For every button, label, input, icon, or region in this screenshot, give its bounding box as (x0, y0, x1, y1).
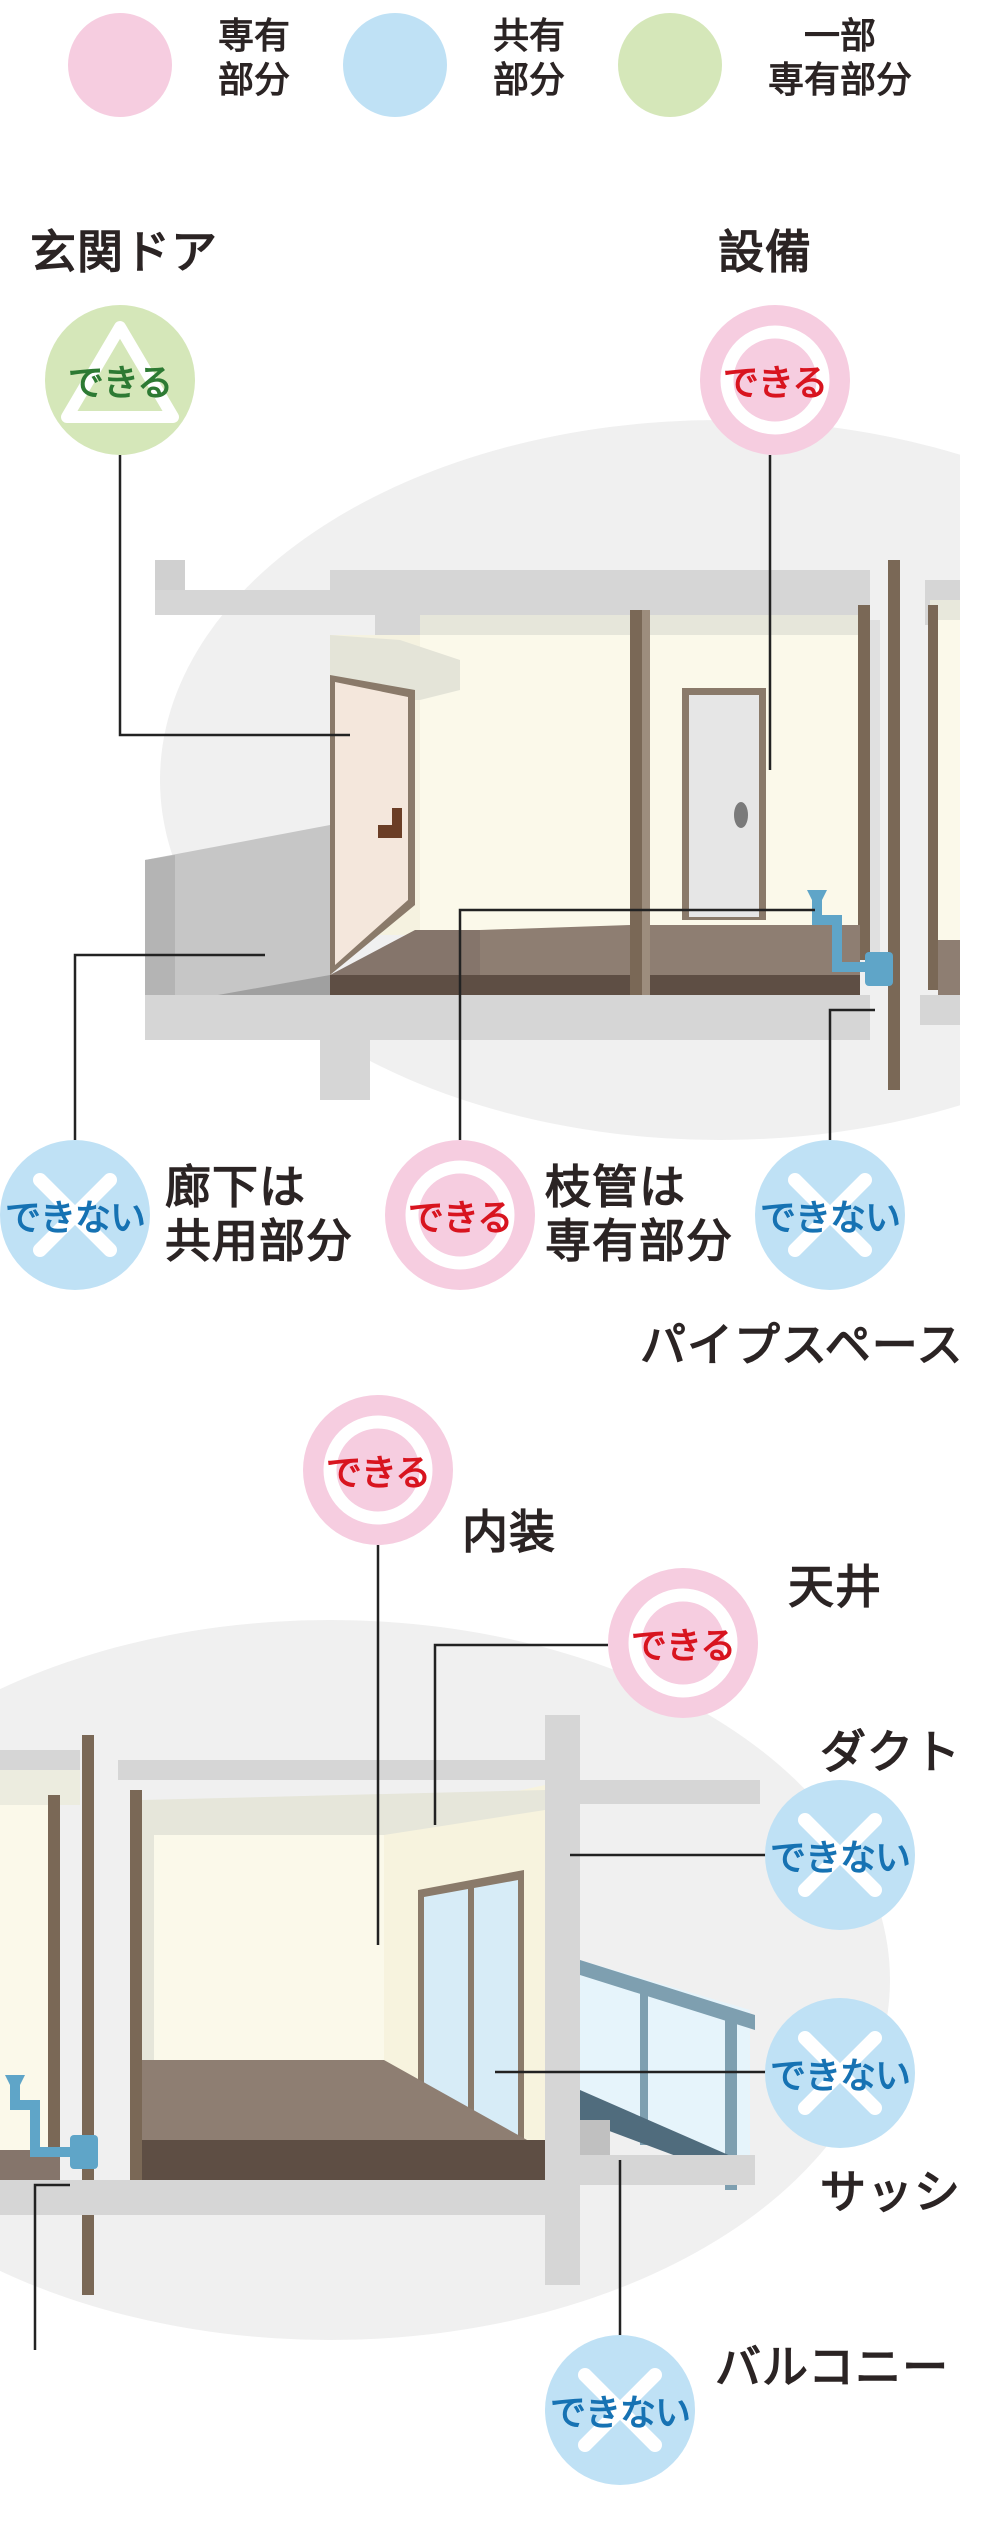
cross-icon (788, 1173, 872, 1257)
legend-exclusive-dot (68, 13, 172, 117)
legend-exclusive: 専有 部分 (190, 15, 290, 103)
label-interior: 内装 (462, 1505, 556, 1559)
label-entrance-door: 玄関ドア (30, 225, 218, 279)
triangle-icon (61, 321, 179, 423)
badge-balcony: できない (545, 2335, 695, 2485)
circle-icon (405, 1160, 515, 1270)
label-duct: ダクト (820, 1725, 961, 1779)
badge-equipment: できる (700, 305, 850, 455)
badge-entrance-door: できる (45, 305, 195, 455)
badge-balcony-text: できない (549, 2393, 691, 2434)
badge-equipment-text: できる (722, 363, 828, 404)
badge-branch-pipe-text: できる (407, 1198, 513, 1239)
badge-duct-text: できない (769, 1838, 911, 1879)
legend-common-dot (343, 13, 447, 117)
badge-sash-text: できない (769, 2056, 911, 2097)
lower-floor-section (0, 1715, 760, 2295)
label-branch-pipe: 枝管は 専有部分 (545, 1160, 733, 1268)
legend-exclusive-label: 専有 部分 (218, 16, 291, 101)
badge-interior: できる (303, 1395, 453, 1545)
badge-duct: できない (765, 1780, 915, 1930)
badge-ceiling-text: できる (630, 1626, 736, 1667)
circle-icon (323, 1415, 433, 1525)
label-ceiling: 天井 (788, 1560, 882, 1614)
label-corridor: 廊下は 共用部分 (165, 1160, 353, 1268)
cross-icon (33, 1173, 117, 1257)
legend-partial: 一部 専有部分 (740, 15, 912, 103)
label-equipment: 設備 (718, 225, 812, 279)
label-balcony: バルコニー (715, 2340, 950, 2394)
legend-common-label: 共有 部分 (493, 16, 566, 101)
badge-corridor-text: できない (4, 1198, 146, 1239)
circle-icon (628, 1588, 738, 1698)
label-sash: サッシ (820, 2165, 961, 2219)
badge-branch-pipe: できる (385, 1140, 535, 1290)
badge-pipe-space: できない (755, 1140, 905, 1290)
badge-sash: できない (765, 1998, 915, 2148)
cross-icon (798, 2031, 882, 2115)
legend-partial-label: 一部 専有部分 (768, 16, 913, 101)
circle-icon (720, 325, 830, 435)
badge-entrance-door-text: できる (67, 363, 173, 404)
cross-icon (578, 2368, 662, 2452)
legend-common: 共有 部分 (465, 15, 565, 103)
label-pipe-space: パイプスペース (640, 1318, 964, 1372)
badge-ceiling: できる (608, 1568, 758, 1718)
legend-partial-dot (618, 13, 722, 117)
cross-icon (798, 1813, 882, 1897)
badge-interior-text: できる (325, 1453, 431, 1494)
leader-lines (33, 455, 875, 2350)
badge-pipe-space-text: できない (759, 1198, 901, 1239)
badge-corridor: できない (0, 1140, 150, 1290)
upper-floor-section (145, 560, 960, 1100)
